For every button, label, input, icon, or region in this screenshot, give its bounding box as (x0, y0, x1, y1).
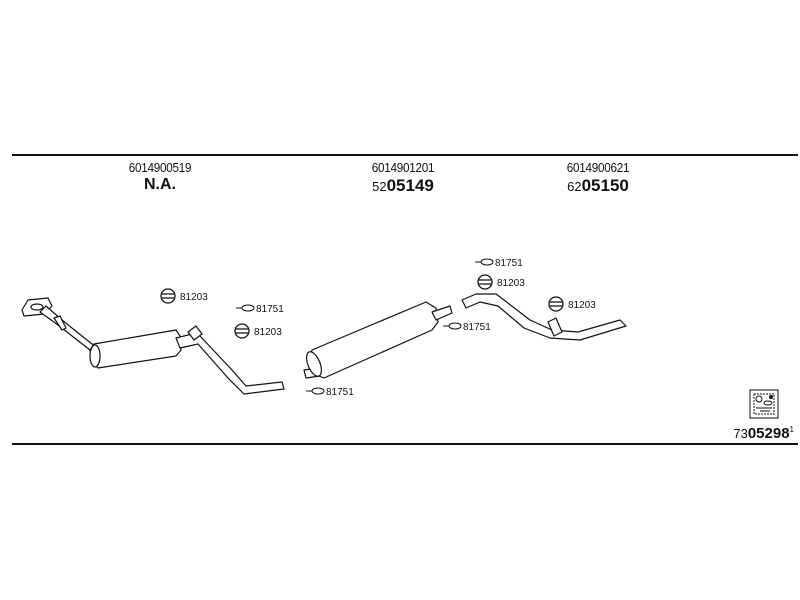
front-pipe-hanger (53, 315, 67, 331)
oe-number: 6014900621 (566, 160, 630, 175)
clamp-icon (475, 258, 494, 266)
clamp-icon (306, 387, 325, 395)
front-pipe-bracket (187, 325, 203, 341)
bottom-rule (12, 443, 798, 445)
rubber-mount-icon (234, 323, 250, 339)
front-muffler-end (89, 344, 101, 368)
rubber-mount-icon (160, 288, 176, 304)
rubber-mount-label: 81203 (254, 327, 282, 338)
clamp-icons (236, 258, 494, 395)
part-number: N.A. (144, 176, 176, 193)
part-number: 6205150 (567, 176, 629, 195)
center-outlet-pipe (431, 305, 453, 321)
mounting-kit-icon (749, 389, 779, 419)
oe-number: 6014900519 (128, 160, 192, 175)
clamp-label: 81751 (463, 322, 491, 333)
clamp-label: 81751 (495, 258, 523, 269)
clamp-label: 81751 (256, 304, 284, 315)
front-muffler (89, 329, 182, 369)
tail-pipe-hanger (547, 317, 563, 337)
column-center-muffler: 6014901201 5205149 (323, 160, 483, 196)
clamp-icon (443, 322, 462, 330)
front-outlet-pipe (175, 333, 285, 395)
center-muffler-assembly (303, 301, 453, 379)
front-pipe-assembly (21, 297, 285, 395)
tail-pipe-assembly (461, 293, 627, 341)
top-rule (12, 154, 798, 156)
tail-pipe (461, 293, 627, 341)
rubber-mount-label: 81203 (568, 300, 596, 311)
rubber-mount-label: 81203 (497, 278, 525, 289)
flange-hole (30, 303, 44, 311)
oe-number: 6014901201 (371, 160, 435, 175)
center-muffler (307, 301, 439, 379)
rubber-mount-icon (477, 274, 493, 290)
column-tail-pipe: 6014900621 6205150 (518, 160, 678, 196)
rubber-mount-icon (548, 296, 564, 312)
reference-number: 73052981 (733, 425, 794, 442)
clamp-label: 81751 (326, 387, 354, 398)
part-number: 5205149 (372, 176, 434, 195)
front-pipe (39, 305, 97, 353)
clamp-icon (236, 304, 255, 312)
center-muffler-end (306, 351, 322, 377)
rubber-mount-icons (160, 274, 564, 339)
rubber-mount-label: 81203 (180, 292, 208, 303)
column-front-pipe: 6014900519 N.A. (80, 160, 240, 194)
